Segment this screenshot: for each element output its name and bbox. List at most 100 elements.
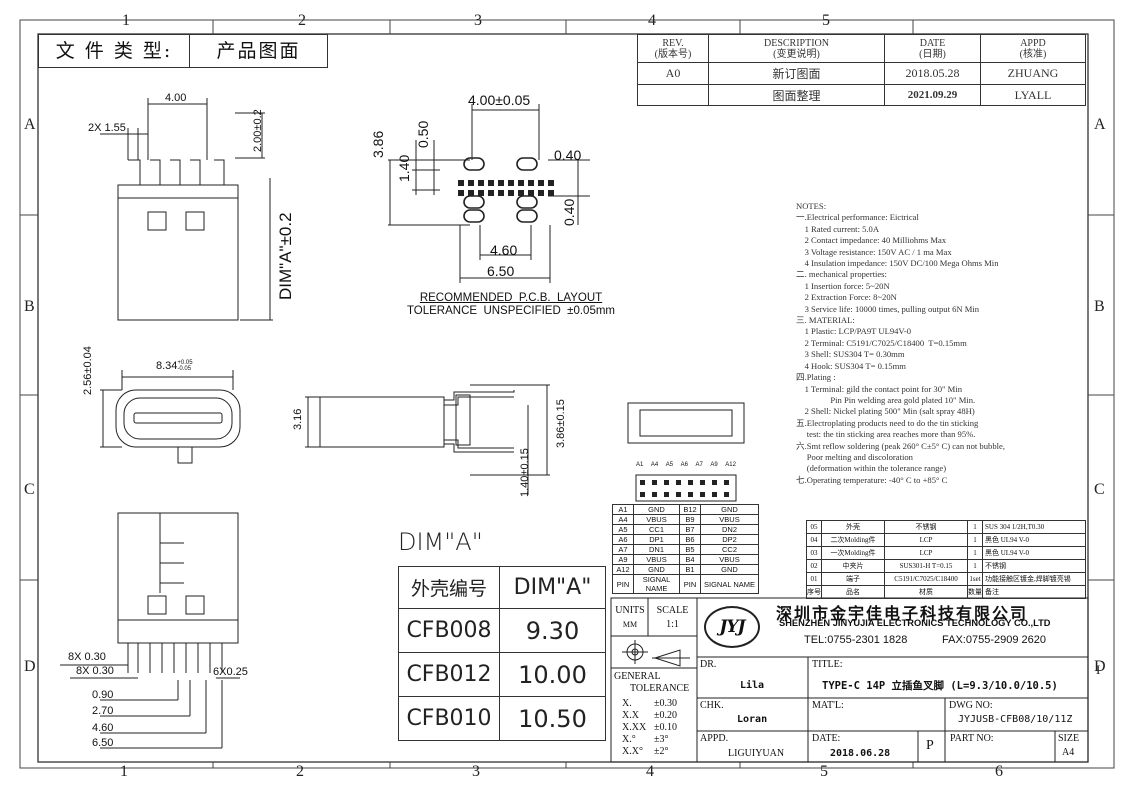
pin-cell: A9 <box>612 554 634 565</box>
dim-side-height: 3.16 <box>292 408 304 430</box>
zone-right-a: A <box>1094 116 1106 133</box>
revision-table: REV.(版本号) DESCRIPTION(变更说明) DATE(日期) APP… <box>637 34 1086 106</box>
bom-cell: 01 <box>806 572 822 586</box>
bom-cell: LCP <box>884 533 968 547</box>
pin-label: A9 <box>710 462 718 468</box>
pin-label: A5 <box>665 462 674 468</box>
tolerance-key: X. <box>622 698 632 709</box>
dim-a-cell-value: 10.50 <box>499 696 606 741</box>
tolerance-row: X.X°±2° <box>622 746 694 758</box>
pcb-dim-left-b: 1.40 <box>396 154 412 182</box>
pin-cell: DN1 <box>633 544 680 555</box>
dim-height-right: 2.00±0.2 <box>252 109 264 152</box>
bom-cell: 1set <box>967 572 983 586</box>
desc-header-en: DESCRIPTION <box>763 37 829 49</box>
general-tolerance: GENERAL TOLERANCE <box>614 671 689 695</box>
pin-cell: DP1 <box>633 534 680 545</box>
dim-bottom-460: 4.60 <box>92 722 114 734</box>
zone-bottom-3: 3 <box>472 763 480 780</box>
note-line: 2 Contact impedance: 40 Milliohms Max <box>796 235 947 246</box>
tolerance-value: ±0.30 <box>654 698 677 709</box>
zone-left-a: A <box>24 116 36 133</box>
bom-header-row: 序号品名材质数量备注 <box>806 585 1086 599</box>
table-row: CFB012 10.00 <box>398 652 606 697</box>
note-line: 4 Insulation impedance: 150V DC/100 Mega… <box>796 258 999 269</box>
tolerance-key: X.X° <box>622 746 643 757</box>
zone-top-2: 2 <box>298 12 306 29</box>
pcb-dim-top: 4.00±0.05 <box>468 92 531 108</box>
pin-cell: A7 <box>612 544 634 555</box>
bom-cell: 05 <box>806 520 822 534</box>
note-line: 1 Plastic: LCP/PA9T UL94V-0 <box>796 326 911 337</box>
company-fax: FAX:0755-2909 2620 <box>942 634 1046 646</box>
bom-cell: 数量 <box>967 585 983 599</box>
dim-side-right: 3.86±0.15 <box>555 399 567 448</box>
bom-cell: 备注 <box>982 585 1086 599</box>
doc-type-box: 文 件 类 型: 产品图面 <box>38 34 328 68</box>
pin-cell: CC2 <box>700 544 759 555</box>
matl-label: MAT'L: <box>812 700 844 711</box>
p-label: P <box>926 738 934 753</box>
rev-value: A0 <box>637 62 709 85</box>
bom-cell: 02 <box>806 559 822 573</box>
bottom-view-drawing <box>60 512 240 749</box>
bom-cell: C5191/C7025/C18400 <box>884 572 968 586</box>
note-line: 五.Electroplating products need to do the… <box>796 417 979 428</box>
note-line: 2 Shell: Nickel plating 500" Min (salt s… <box>796 406 975 417</box>
rev-date: 2018.05.28 <box>884 62 981 85</box>
revision-row: A0 新订图面 2018.05.28 ZHUANG <box>637 62 1086 85</box>
pin-cell: A1 <box>612 504 634 515</box>
side-view-drawing <box>305 384 550 495</box>
pin-cell: B6 <box>679 534 701 545</box>
dim-bottom-270: 2.70 <box>92 705 114 717</box>
bom-cell: 端子 <box>821 572 885 586</box>
company-name-en: SHENZHEN JINYUJIA ELECTRONICS TECHNOLOGY… <box>779 618 1051 628</box>
pin-cell: A6 <box>612 534 634 545</box>
table-row: CFB010 10.50 <box>398 696 606 741</box>
pcb-dim-inner: 4.60 <box>490 242 518 258</box>
pcb-caption-line2: TOLERANCE UNSPECIFIED ±0.05mm <box>406 305 616 317</box>
title-label: TITLE: <box>812 659 843 670</box>
pcb-dim-right-a: 0.40 <box>554 147 582 163</box>
note-line: Poor melting and discoloration <box>796 451 913 462</box>
note-line: 二. mechanical properties: <box>796 269 887 280</box>
desc-header-cn: (变更说明) <box>773 48 820 60</box>
tolerance-value: ±0.20 <box>654 710 677 721</box>
appd-label: APPD. <box>700 733 729 744</box>
rev-desc: 新订图面 <box>708 62 885 85</box>
note-line: 2 Terminal: C5191/C7025/C18400 T=0.15mm <box>796 337 967 348</box>
pin-cell: DN2 <box>700 524 759 535</box>
pin-cell: B7 <box>679 524 701 535</box>
note-line: 1 Rated current: 5.0A <box>796 223 880 234</box>
bom-cell: 1 <box>967 520 983 534</box>
tolerance-row: X.X±0.20 <box>622 710 694 722</box>
date-value: 2018.06.28 <box>830 748 891 759</box>
pin-cell: B1 <box>679 564 701 575</box>
dim-pitch: 2X 1.55 <box>88 122 126 134</box>
pin-label: A12 <box>725 462 736 468</box>
pin-cell: VBUS <box>633 554 680 565</box>
note-line: 一.Electrical performance: Eictrical <box>796 212 919 223</box>
part-label: PART NO: <box>950 733 994 744</box>
dim-a-table: 外壳编号 DIM"A" CFB008 9.30 CFB012 10.00 CFB… <box>398 566 606 741</box>
pin-label: A6 <box>680 462 688 468</box>
pin-view-drawing <box>627 402 745 502</box>
appd-header-cn: (核准) <box>1019 48 1047 60</box>
pcb-dim-left-c: 0.50 <box>415 120 431 148</box>
table-row: CFB008 9.30 <box>398 608 606 653</box>
chk-label: CHK. <box>700 700 724 711</box>
zone-bottom-6: 6 <box>995 763 1003 780</box>
units-value: MM <box>622 620 638 629</box>
tolerance-row: X.XX±0.10 <box>622 722 694 734</box>
dim-front-width: 8.34+0.05-0.05 <box>156 360 193 372</box>
zone-bottom-4: 4 <box>646 763 654 780</box>
pin-cell: GND <box>700 564 759 575</box>
bom-cell: 序号 <box>806 585 822 599</box>
bom-cell: 1 <box>967 546 983 560</box>
general-label: GENERAL <box>614 671 661 682</box>
scale-label: SCALE <box>656 605 689 616</box>
